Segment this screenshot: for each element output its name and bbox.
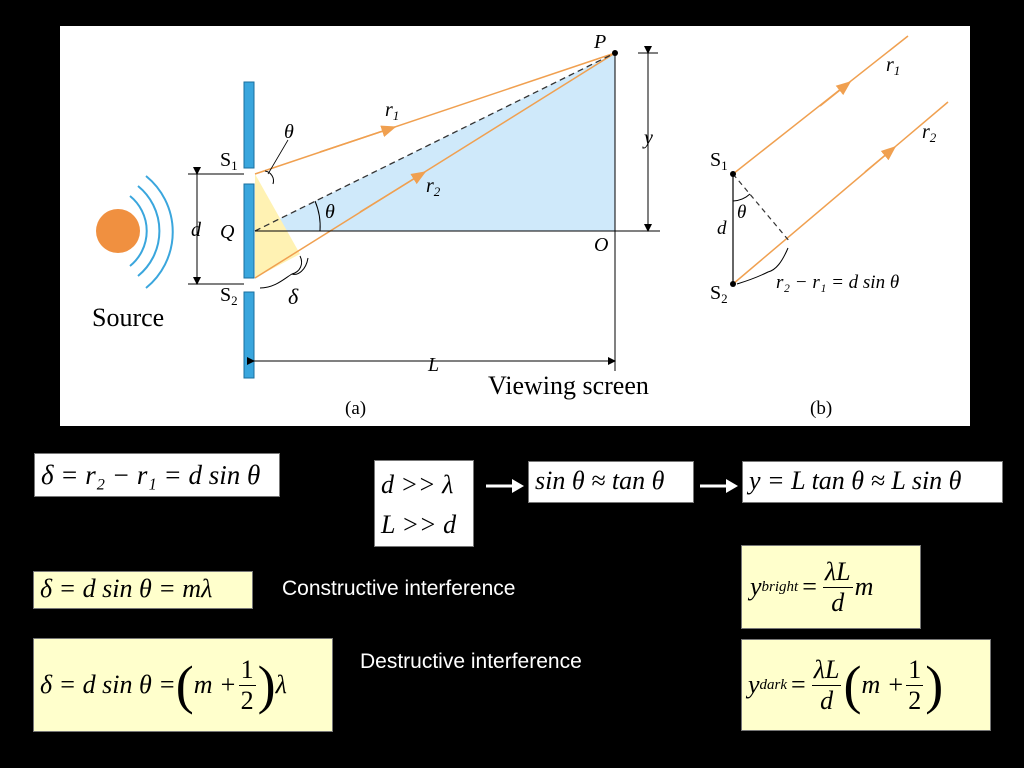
- constructive-caption: Constructive interference: [282, 577, 516, 600]
- path-difference-triangle: [255, 174, 300, 278]
- b-label-d: d: [717, 218, 727, 239]
- label-Q: Q: [220, 221, 235, 243]
- viewing-screen-label: Viewing screen: [488, 371, 649, 400]
- eq-assumptions: d >> λ L >> d: [374, 460, 474, 547]
- eq-position: y = L tan θ ≈ L sin θ: [742, 461, 1003, 503]
- b-label-theta: θ: [737, 202, 746, 223]
- label-L: L: [427, 354, 439, 376]
- eq-constructive: δ = d sin θ = mλ: [33, 571, 253, 609]
- source-circle: [96, 209, 140, 253]
- source-label: Source: [92, 303, 164, 332]
- b-label-r2: r2: [922, 121, 937, 145]
- arrow-icon: [486, 479, 524, 493]
- center-line: [254, 52, 616, 232]
- destructive-caption: Destructive interference: [360, 650, 582, 673]
- delta-brace: [259, 255, 309, 289]
- label-r1: r1: [385, 99, 399, 123]
- label-y: y: [642, 127, 653, 149]
- wavefronts: [129, 175, 174, 289]
- point-P: [612, 50, 618, 56]
- label-delta: δ: [288, 284, 299, 309]
- b-relation: r₂ − r₁ = d sin θ: [776, 272, 899, 293]
- panel-b: θ d S1 S2 r1 r2 r₂ − r₁ = d sin θ (b): [710, 35, 949, 419]
- b-label-s1: S1: [710, 149, 728, 173]
- label-s2: S2: [220, 284, 238, 308]
- double-slit-diagram: Source y d L S1 S2 Q θ θ r1 r2 δ P: [92, 31, 949, 419]
- caption-a: (a): [345, 398, 366, 419]
- eq-path-difference: δ = r₂ − r₁ = d sin θ: [34, 453, 280, 497]
- label-theta-mid: θ: [325, 201, 335, 223]
- label-P: P: [593, 31, 606, 53]
- label-theta-top: θ: [284, 121, 294, 143]
- label-d: d: [191, 219, 202, 241]
- b-label-r1: r1: [886, 54, 900, 78]
- ray-r2: [254, 52, 616, 279]
- figure-panel: Source y d L S1 S2 Q θ θ r1 r2 δ P: [60, 26, 970, 426]
- b-ray-r2: [732, 101, 949, 285]
- b-label-s2: S2: [710, 282, 728, 306]
- label-O: O: [594, 234, 608, 256]
- arrow-icon: [700, 479, 738, 493]
- b-brace: [736, 247, 789, 285]
- label-r2: r2: [426, 175, 441, 199]
- eq-assumption-2: L >> d: [381, 510, 457, 539]
- ray-r1: [254, 52, 616, 175]
- barrier: [243, 81, 255, 379]
- eq-assumption-1: d >> λ: [381, 470, 454, 499]
- label-s1: S1: [220, 149, 238, 173]
- eq-small-angle: sin θ ≈ tan θ: [528, 461, 694, 503]
- caption-b: (b): [810, 398, 832, 419]
